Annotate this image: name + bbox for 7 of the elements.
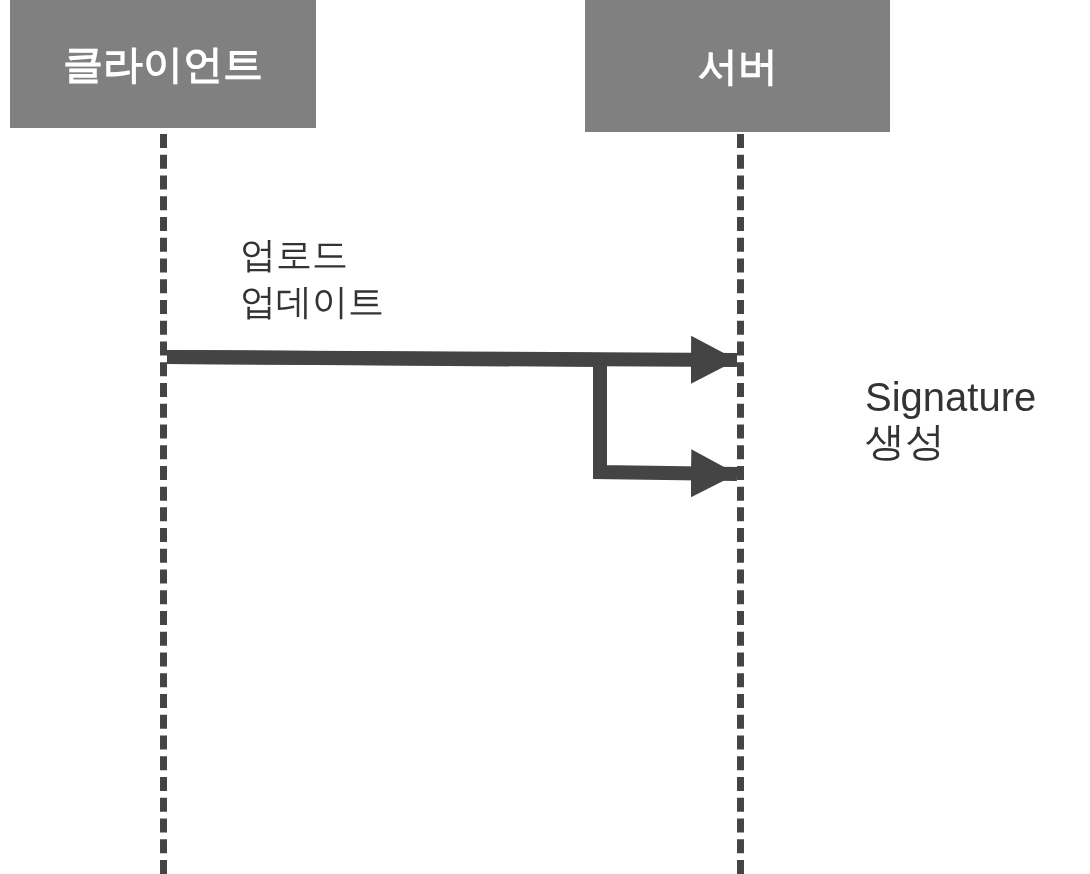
arrow	[166, 350, 738, 498]
participant-label: 서버	[697, 42, 778, 90]
lifeline	[737, 134, 744, 874]
participant-label: 클라이언트	[63, 40, 263, 88]
participant-box	[10, 0, 316, 128]
lifeline	[160, 134, 167, 874]
participant-box	[585, 0, 890, 132]
